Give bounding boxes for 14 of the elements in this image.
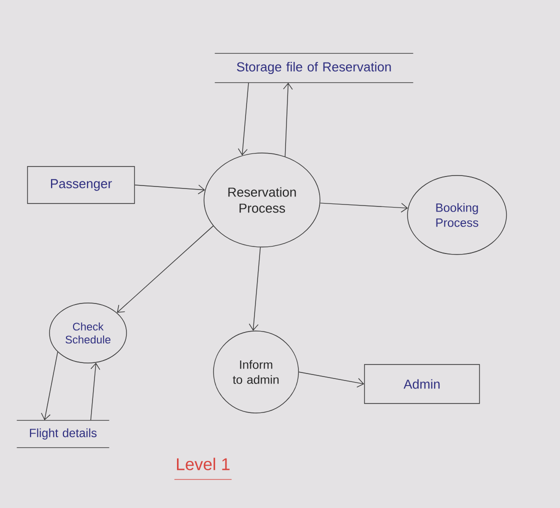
arrow (90, 362, 100, 421)
arrow (134, 184, 205, 194)
arrow (320, 202, 408, 213)
arrow (238, 82, 249, 156)
entity-box: Passenger (27, 166, 135, 204)
arrow (116, 226, 214, 313)
arrow (298, 372, 364, 388)
caption-text: Level 1 (174, 458, 232, 480)
arrow (283, 82, 293, 157)
arrow (41, 352, 58, 420)
entity-box: Admin (364, 364, 480, 404)
data-store: Storage file of Reservation (214, 52, 414, 84)
data-store: Flight details (16, 420, 110, 448)
arrow (248, 246, 261, 331)
